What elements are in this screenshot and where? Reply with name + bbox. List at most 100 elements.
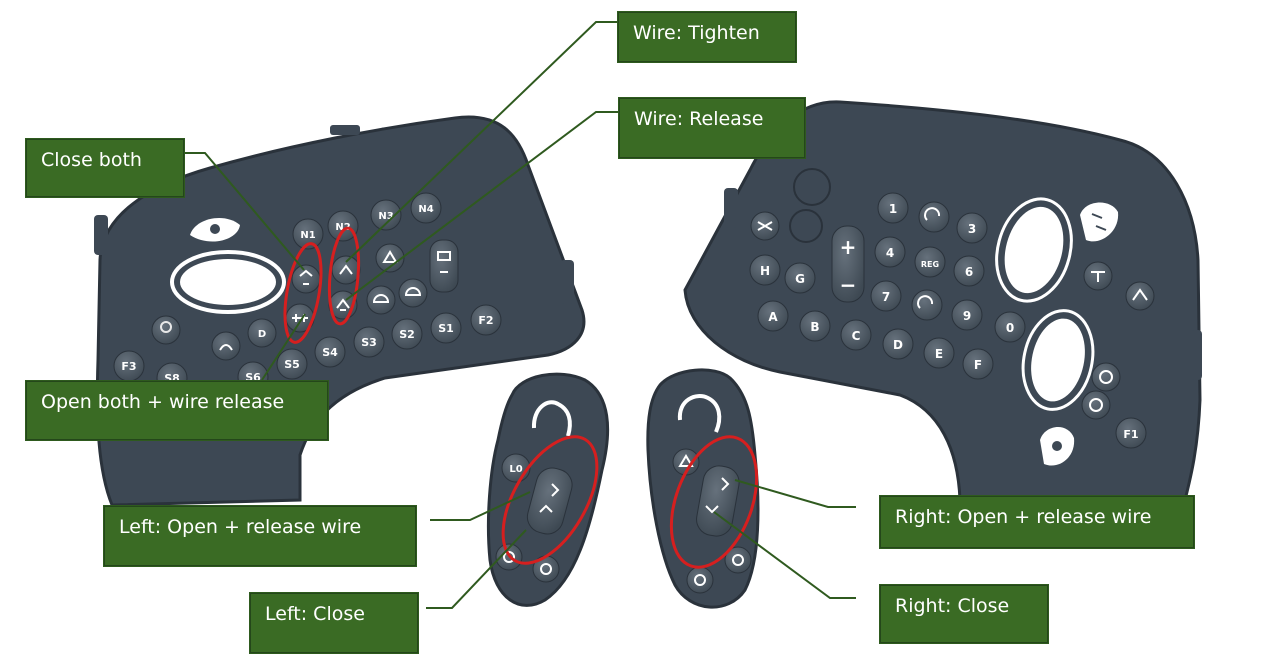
key-1-label: 1 [889,202,897,216]
key-gripper-close-both[interactable] [291,264,321,294]
key-n1[interactable] [292,218,324,250]
key-cab-a[interactable] [366,285,396,315]
key-d-right-label: D [893,338,903,352]
key-crane[interactable] [1125,281,1155,311]
right-open-icon [721,477,730,491]
key-s4-label: S4 [322,346,338,359]
key-s1[interactable] [430,312,462,344]
key-e-label: E [935,347,943,361]
key-f2-label: F2 [478,314,493,327]
key-minus-label: − [840,273,857,297]
key-f[interactable] [962,348,994,380]
key-2-rotate[interactable] [918,201,950,233]
key-s4[interactable] [314,336,346,368]
key-s1-label: S1 [438,322,454,335]
callout-open-both-wire-release: Open both + wire release [26,381,328,440]
key-d[interactable] [247,318,277,348]
left-right-tab [560,260,574,304]
saw-icon [1089,398,1103,412]
key-a[interactable] [757,300,789,332]
key-3-label: 3 [968,222,976,236]
right-close-icon [705,505,719,514]
key-s2[interactable] [391,318,423,350]
key-6[interactable] [953,255,985,287]
key-right-bottom-b[interactable] [724,546,752,574]
key-g[interactable] [784,262,816,294]
highlight-ring-close-open-both [283,242,323,344]
left-close-icon [539,504,553,513]
key-f2[interactable] [470,304,502,336]
key-s3[interactable] [353,326,385,358]
key-h[interactable] [749,254,781,286]
key-7-label: 7 [882,290,890,304]
right-handle-grip-outline [677,394,722,433]
wiper-icon [757,221,773,231]
rotate-icon [917,295,934,309]
horn-icon [503,551,515,563]
key-n4-label: N4 [418,204,433,215]
right-control-panel: H G + − 1 3 4 REG 6 7 9 0 A B C D E [683,100,1202,502]
key-c[interactable] [840,319,872,351]
right-handle [646,368,760,609]
rotate-icon [924,207,941,221]
key-s5-label: S5 [284,358,300,371]
leader-lines [184,21,856,609]
key-3[interactable] [956,212,988,244]
key-h-label: H [760,264,770,278]
leader-left-close [426,529,527,609]
key-n4[interactable] [410,192,442,224]
key-s5[interactable] [276,348,308,380]
key-n3[interactable] [370,199,402,231]
hex-icon [732,554,744,566]
key-d-right[interactable] [882,328,914,360]
key-4[interactable] [874,236,906,268]
boom-icon [1091,213,1107,231]
key-5-reg[interactable] [914,246,946,278]
key-right-bottom-a[interactable] [686,566,714,594]
right-joystick-socket-top [793,168,831,206]
boom-badge [1080,202,1119,242]
key-f1[interactable] [1115,417,1147,449]
right-upper-window [1004,206,1064,294]
key-f3-label: F3 [121,360,136,373]
key-tool-a[interactable] [375,243,405,273]
key-b-label: B [810,320,819,334]
callout-wire-tighten: Wire: Tighten [618,12,796,62]
joystick-icon [1052,441,1062,451]
leader-left-open [430,491,531,521]
key-rocker-vertical[interactable] [429,239,459,293]
gripper-icon [299,269,313,285]
key-saw-b[interactable] [1081,390,1111,420]
key-0[interactable] [994,311,1026,343]
leader-right-close [713,511,856,599]
leader-wire-tighten [345,21,617,263]
key-wire-tighten[interactable] [331,255,361,285]
key-8-rotate[interactable] [911,289,943,321]
callout-left-close: Left: Close [250,593,418,653]
left-handle-grip-outline [531,400,572,437]
left-rocker-switch[interactable] [524,464,576,537]
key-n3-label: N3 [378,211,393,222]
left-open-icon [551,483,560,497]
key-n2[interactable] [327,210,359,242]
left-power-button[interactable] [151,315,181,345]
key-saw-a[interactable] [1091,362,1121,392]
key-7[interactable] [870,280,902,312]
leader-close-both [184,152,305,271]
key-plus-minus-rocker[interactable] [831,225,865,303]
key-c-label: C [852,329,861,343]
left-top-tab [330,125,360,135]
leader-wire-release [345,111,618,301]
key-s6-label: S6 [245,371,261,384]
tool-icon [382,250,398,263]
key-cab-b[interactable] [398,278,428,308]
right-joystick-socket-bottom [789,209,823,243]
cab-icon [404,287,422,296]
key-b[interactable] [799,310,831,342]
key-e[interactable] [923,337,955,369]
key-9[interactable] [951,299,983,331]
key-1[interactable] [877,192,909,224]
key-a-label: A [768,310,778,324]
key-s3-label: S3 [361,336,377,349]
